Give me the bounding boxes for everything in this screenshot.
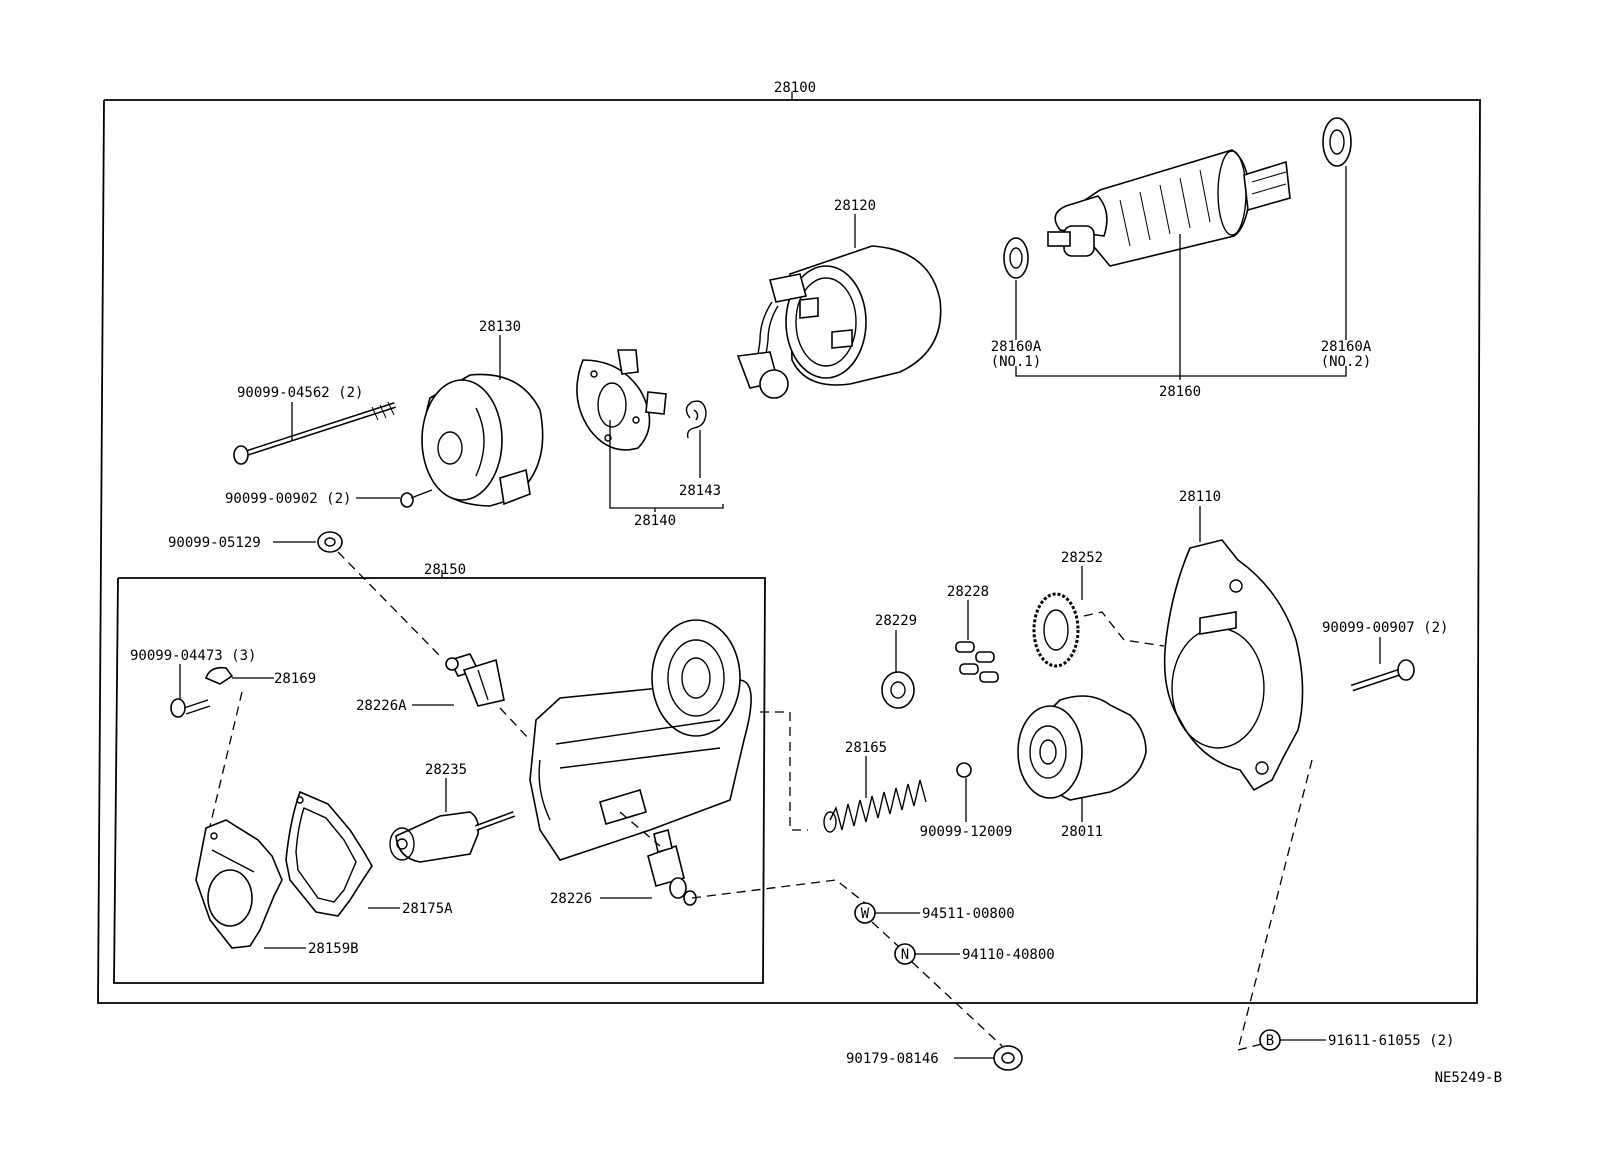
label-28160: 28160 <box>1159 384 1201 400</box>
cover-screw-part <box>170 698 211 718</box>
housing-bolt-part <box>1350 659 1415 692</box>
sub-assembly-frame <box>113 577 766 984</box>
starter-clutch-part <box>1017 695 1147 801</box>
label-28130: 28130 <box>479 319 521 335</box>
switch-cover-part <box>195 819 283 949</box>
diagram-code: NE5249-B <box>1435 1070 1502 1086</box>
label-94110-40800: 94110-40800 <box>962 947 1055 963</box>
leader-lines <box>179 166 1381 1059</box>
label-28120: 28120 <box>834 198 876 214</box>
label-90099-12009: 90099-12009 <box>920 824 1013 840</box>
label-28150: 28150 <box>424 562 466 578</box>
main-assembly-frame <box>97 99 1481 1004</box>
label-28160a-no2-qualifier: (NO.2) <box>1321 354 1372 370</box>
label-94511-00800: 94511-00800 <box>922 906 1015 922</box>
small-screw-part <box>400 489 433 508</box>
terminal-kit-a-part <box>445 653 505 707</box>
rollers-part <box>955 641 999 683</box>
bearing-no2-part <box>1322 117 1352 167</box>
label-28160a-no2: 28160A <box>1321 339 1372 355</box>
plunger-part <box>389 811 516 863</box>
drive-housing-part <box>1163 539 1304 792</box>
nut-90179-part <box>993 1045 1023 1071</box>
label-90179-08146: 90179-08146 <box>846 1051 939 1067</box>
terminal-kit-part <box>647 828 697 906</box>
bearing-no1-part <box>1003 237 1029 279</box>
idler-gear-part <box>1032 592 1080 668</box>
bolt-marker-text: B <box>1266 1033 1274 1049</box>
brush-spring-part <box>685 400 707 439</box>
label-28229: 28229 <box>875 613 917 629</box>
terminal-nut-part <box>317 531 343 553</box>
label-28100: 28100 <box>774 80 816 96</box>
label-28169: 28169 <box>274 671 316 687</box>
washer-marker: W <box>854 902 876 924</box>
steel-ball-part <box>956 762 972 778</box>
nut-marker-text: N <box>901 947 909 963</box>
label-90099-00902: 90099-00902 (2) <box>225 491 351 507</box>
label-28160a-no1-qualifier: (NO.1) <box>991 354 1042 370</box>
brush-holder-part <box>576 349 667 451</box>
armature-part <box>1047 149 1291 267</box>
label-28140: 28140 <box>634 513 676 529</box>
part-labels: 28100 28120 28130 90099-04562 (2) 90099-… <box>130 80 1502 1086</box>
label-28175a: 28175A <box>402 901 453 917</box>
nut-marker: N <box>894 943 916 965</box>
compression-spring-part <box>823 779 927 833</box>
label-28228: 28228 <box>947 584 989 600</box>
label-28252: 28252 <box>1061 550 1103 566</box>
bolt-marker: B <box>1259 1029 1281 1051</box>
yoke-field-coil-part <box>736 245 942 399</box>
label-28011: 28011 <box>1061 824 1103 840</box>
roller-retainer-part <box>881 671 915 709</box>
label-28226: 28226 <box>550 891 592 907</box>
label-28235: 28235 <box>425 762 467 778</box>
label-28143: 28143 <box>679 483 721 499</box>
label-90099-05129: 90099-05129 <box>168 535 261 551</box>
washer-marker-text: W <box>861 906 870 922</box>
label-91611-61055: 91611-61055 (2) <box>1328 1033 1454 1049</box>
clamp-part <box>205 666 234 685</box>
through-bolt-part <box>233 401 396 465</box>
label-28165: 28165 <box>845 740 887 756</box>
label-28159b: 28159B <box>308 941 359 957</box>
magnetic-switch-housing-part <box>529 619 752 861</box>
label-90099-04562: 90099-04562 (2) <box>237 385 363 401</box>
label-28226a: 28226A <box>356 698 407 714</box>
label-90099-00907: 90099-00907 (2) <box>1322 620 1448 636</box>
label-28110: 28110 <box>1179 489 1221 505</box>
label-28160a-no1: 28160A <box>991 339 1042 355</box>
commutator-end-frame-part <box>421 373 544 507</box>
label-90099-04473: 90099-04473 (3) <box>130 648 256 664</box>
gasket-part <box>285 790 373 917</box>
assembly-dashed-lines <box>209 551 1313 1051</box>
